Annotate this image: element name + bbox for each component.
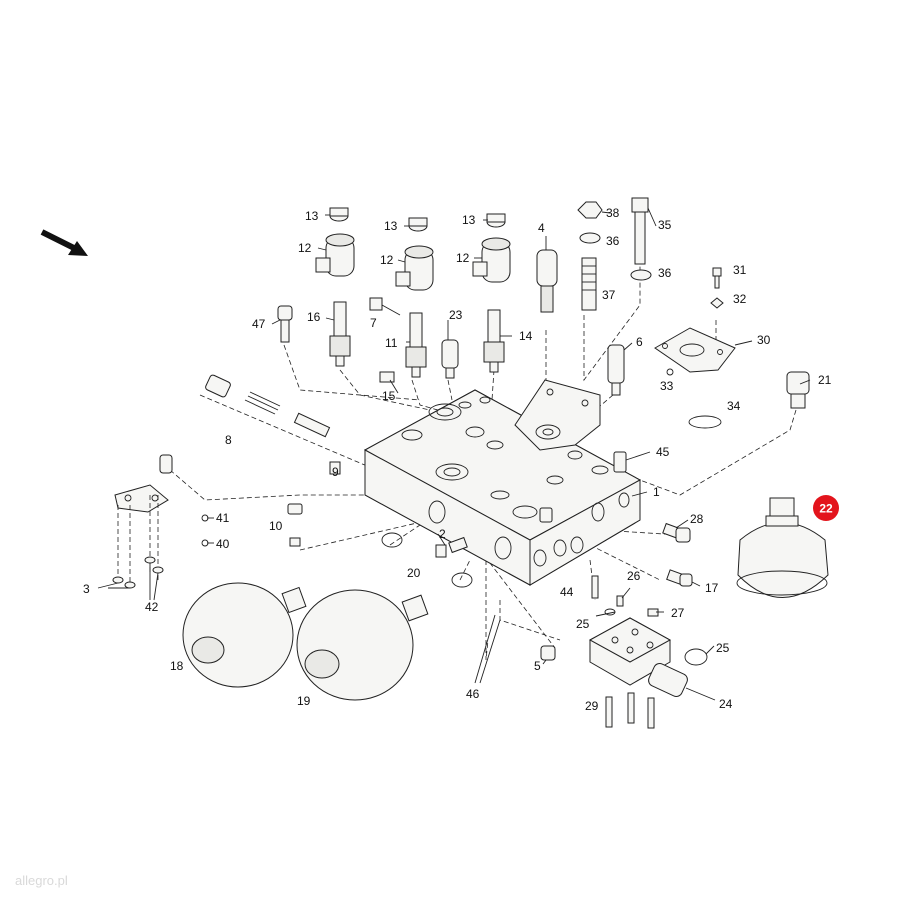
callout-37: 37 — [602, 288, 616, 302]
highlight-badge-22: 22 — [813, 495, 839, 521]
callout-23: 23 — [449, 308, 463, 322]
accumulator-22 — [736, 497, 829, 598]
callout-12b: 12 — [380, 253, 394, 267]
coil-nuts — [329, 207, 506, 232]
fittings-right — [435, 451, 693, 661]
callout-34: 34 — [727, 399, 741, 413]
callout-12a: 12 — [298, 241, 312, 255]
callout-4: 4 — [538, 221, 545, 235]
callout-36a: 36 — [606, 234, 620, 248]
callout-38: 38 — [606, 206, 620, 220]
accumulator-19 — [296, 589, 429, 701]
cover-plate — [514, 379, 601, 451]
callout-31: 31 — [733, 263, 747, 277]
callout-47: 47 — [252, 317, 266, 331]
callout-40: 40 — [216, 537, 230, 551]
callout-16: 16 — [307, 310, 321, 324]
callout-36b: 36 — [658, 266, 672, 280]
callout-30: 30 — [757, 333, 771, 347]
callout-19: 19 — [297, 694, 311, 708]
callout-2: 2 — [439, 527, 446, 541]
flange-plate — [654, 327, 736, 429]
callout-25a: 25 — [576, 617, 590, 631]
callout-labels: 13 13 13 12 12 12 4 38 36 35 36 37 31 32… — [83, 206, 832, 713]
callout-5: 5 — [534, 659, 541, 673]
callout-9: 9 — [332, 465, 339, 479]
solenoid-coil-right — [472, 237, 511, 283]
callout-3: 3 — [83, 582, 90, 596]
callout-6: 6 — [636, 335, 643, 349]
callout-14: 14 — [519, 329, 533, 343]
callout-13b: 13 — [384, 219, 398, 233]
watermark: allegro.pl — [15, 873, 68, 888]
callout-21: 21 — [818, 373, 832, 387]
callout-1: 1 — [653, 485, 660, 499]
callout-27: 27 — [671, 606, 685, 620]
valve-block — [363, 389, 642, 586]
callout-11: 11 — [385, 336, 398, 350]
callout-45: 45 — [656, 445, 670, 459]
o-rings — [381, 532, 708, 666]
sub-block — [588, 575, 688, 729]
callout-7: 7 — [370, 316, 377, 330]
callout-10: 10 — [269, 519, 283, 533]
callout-24: 24 — [719, 697, 733, 711]
callout-25b: 25 — [716, 641, 730, 655]
callout-28: 28 — [690, 512, 704, 526]
callout-29: 29 — [585, 699, 599, 713]
leader-lines — [97, 207, 811, 701]
solenoid-coil-middle — [395, 245, 434, 291]
callout-44: 44 — [560, 585, 574, 599]
callout-41: 41 — [216, 511, 230, 525]
callout-26: 26 — [627, 569, 641, 583]
bolts-and-washers — [577, 197, 724, 311]
callout-18: 18 — [170, 659, 184, 673]
callout-17: 17 — [705, 581, 719, 595]
solenoid-coil-left — [315, 233, 355, 277]
callout-12c: 12 — [456, 251, 470, 265]
plug-fittings-left — [114, 374, 341, 547]
direction-arrow-icon — [40, 229, 88, 256]
callout-33: 33 — [660, 379, 674, 393]
highlight-label-22: 22 — [819, 502, 833, 516]
callout-20: 20 — [407, 566, 421, 580]
mounting-bolts — [112, 495, 164, 589]
callout-46: 46 — [466, 687, 480, 701]
callout-32: 32 — [733, 292, 747, 306]
accumulator-18 — [182, 582, 307, 688]
callout-13c: 13 — [462, 213, 476, 227]
callout-15: 15 — [382, 389, 396, 403]
cartridge-valves — [277, 249, 810, 409]
callout-8: 8 — [225, 433, 232, 447]
callout-35: 35 — [658, 218, 672, 232]
callout-13a: 13 — [305, 209, 319, 223]
callout-42: 42 — [145, 600, 159, 614]
